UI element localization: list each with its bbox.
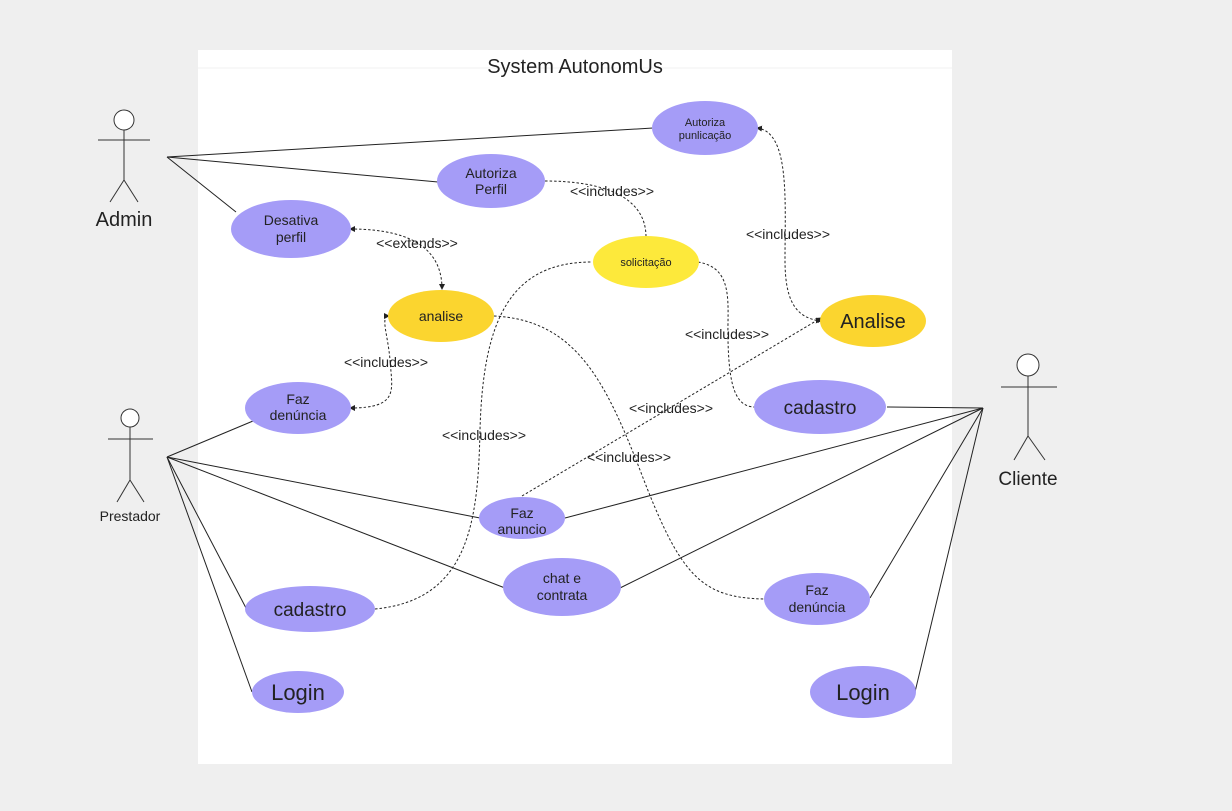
- assoc-prestador-faz-anuncio: [166, 456, 481, 519]
- dep-autoriza-perfil-solicitacao: [544, 180, 647, 238]
- dep-analise-faz-denuncia-right: [493, 315, 766, 600]
- use-case-label: cadastro: [784, 398, 857, 419]
- use-case-shape: [388, 290, 494, 342]
- label-includes-faz-denuncia-analise: <<includes>>: [344, 354, 428, 370]
- actor-leg-left: [116, 479, 131, 503]
- actor-label: Cliente: [998, 469, 1057, 490]
- label-includes-autoriza-perfil: <<includes>>: [570, 183, 654, 199]
- actor-head: [1016, 353, 1040, 377]
- dep-solicitacao-cadastro-right: [697, 261, 756, 408]
- dep-desativa-perfil-analise: [349, 226, 445, 290]
- use-case-login-left[interactable]: Login: [252, 671, 344, 713]
- label-includes-cadastro-solicitacao: <<includes>>: [442, 427, 526, 443]
- actor-cliente[interactable]: Cliente: [998, 353, 1058, 490]
- use-case-shape: [437, 154, 545, 208]
- assoc-prestador-faz-denuncia: [166, 420, 254, 458]
- use-case-cadastro-left[interactable]: cadastro: [245, 586, 375, 632]
- label-extends-desativa-perfil: <<extends>>: [376, 235, 458, 251]
- dep-faz-denuncia-analise: [349, 313, 393, 411]
- assoc-prestador-login: [166, 456, 253, 693]
- use-case-shape: [810, 666, 916, 718]
- use-case-shape: [820, 295, 926, 347]
- use-case-label: cadastro: [274, 600, 347, 621]
- actor-leg-right: [1027, 435, 1046, 461]
- use-case-label: analise: [419, 308, 464, 324]
- use-case-shape: [479, 497, 565, 539]
- use-case-label: Login: [836, 680, 890, 705]
- actor-admin[interactable]: Admin: [96, 109, 153, 231]
- actor-leg-left: [109, 179, 125, 203]
- assoc-cliente-faz-denuncia: [869, 407, 984, 599]
- use-case-shape: [231, 200, 351, 258]
- dep-autoriza-punlicacao-analise: [756, 125, 822, 324]
- actor-leg-left: [1013, 435, 1029, 461]
- use-case-analise-small[interactable]: analise: [388, 290, 494, 342]
- assoc-cliente-faz-anuncio: [564, 407, 984, 519]
- label-includes-autoriza-punlicacao: <<includes>>: [746, 226, 830, 242]
- label-includes-faz-anuncio-analise: <<includes>>: [629, 400, 713, 416]
- use-case-shape: [245, 382, 351, 434]
- use-case-shape: [652, 101, 758, 155]
- use-case-analise-big[interactable]: Analise: [820, 295, 926, 347]
- actor-leg-right: [123, 179, 139, 203]
- dependency-labels: <<includes>> <<extends>> <<includes>> <<…: [344, 183, 830, 465]
- use-case-shape: [754, 380, 886, 434]
- use-case-shape: [593, 236, 699, 288]
- assoc-admin-autoriza-punlicacao: [166, 127, 654, 158]
- assoc-prestador-chat-contrata: [166, 456, 506, 589]
- dep-faz-anuncio-analise: [521, 317, 822, 497]
- actor-label: Admin: [96, 209, 153, 231]
- use-case-shape: [503, 558, 621, 616]
- assoc-cliente-login: [914, 407, 984, 693]
- use-case-shape: [245, 586, 375, 632]
- actor-prestador[interactable]: Prestador: [100, 408, 161, 524]
- use-case-label: Login: [271, 680, 325, 705]
- actor-leg-right: [129, 479, 145, 503]
- label-includes-analise-faz-denuncia: <<includes>>: [587, 449, 671, 465]
- use-case-label: Analise: [840, 311, 906, 333]
- use-case-shape: [764, 573, 870, 625]
- use-case-label: solicitação: [620, 257, 671, 269]
- assoc-admin-autoriza-perfil: [166, 156, 439, 183]
- use-case-cadastro-right[interactable]: cadastro: [754, 380, 886, 434]
- associations: [166, 127, 984, 693]
- system-title: System AutonomUs: [487, 56, 663, 78]
- dependencies: [349, 125, 822, 610]
- dep-cadastro-solicitacao: [374, 261, 593, 610]
- assoc-cliente-cadastro: [886, 406, 984, 409]
- assoc-prestador-cadastro: [166, 456, 247, 609]
- assoc-admin-desativa-perfil: [166, 156, 237, 213]
- actor-head: [113, 109, 135, 131]
- use-case-login-right[interactable]: Login: [810, 666, 916, 718]
- use-case-shape: [252, 671, 344, 713]
- actor-head: [120, 408, 140, 428]
- use-case-solicitacao[interactable]: solicitação: [593, 236, 699, 288]
- label-includes-solicitacao-cadastro: <<includes>>: [685, 326, 769, 342]
- actor-label: Prestador: [100, 508, 161, 524]
